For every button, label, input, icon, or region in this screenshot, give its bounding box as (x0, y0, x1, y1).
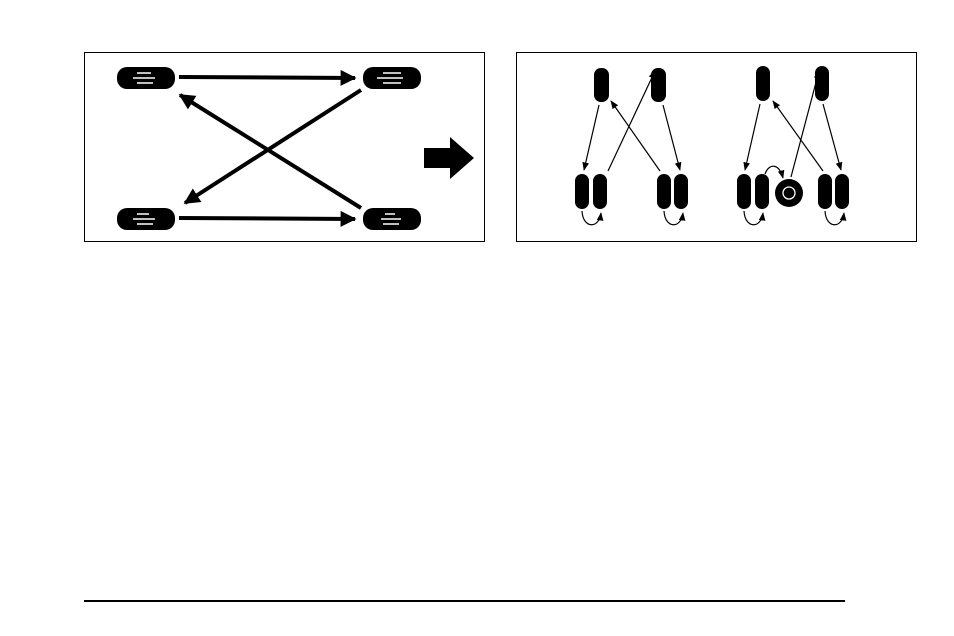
rear-left-inner-tire-icon (593, 174, 607, 209)
rear-left-outer-tire-icon (737, 174, 751, 209)
rear-right-outer-tire-icon (674, 174, 688, 209)
rear-left-outer-tire-icon (575, 174, 589, 209)
spare-tire-icon (775, 179, 803, 207)
rear-left-tire-icon (117, 208, 175, 230)
rotation-group-without-spare (575, 68, 688, 225)
front-left-tire-icon (594, 68, 609, 102)
footer-divider (84, 600, 845, 602)
rear-right-inner-tire-icon (657, 174, 671, 209)
front-left-tire-icon (117, 67, 175, 89)
dual-rear-wheel-rotation-diagram (517, 53, 915, 240)
front-left-tire-icon (756, 66, 770, 101)
rear-right-inner-tire-icon (818, 174, 832, 209)
rear-left-inner-tire-icon (755, 174, 769, 209)
dual-rear-wheel-rotation-panel (516, 52, 917, 242)
arrow-front-left-to-front-right (179, 77, 355, 78)
arrow-front-right-to-rear-left (185, 90, 361, 203)
rear-right-tire-icon (363, 208, 421, 230)
rear-right-outer-tire-icon (835, 174, 849, 209)
front-right-tire-icon (363, 67, 421, 89)
arrow-rear-left-to-rear-right (179, 218, 355, 219)
right-arrow-icon (424, 137, 476, 179)
front-right-tire-icon (651, 68, 666, 102)
front-right-tire-icon (815, 66, 829, 101)
rotation-group-with-spare (737, 66, 849, 225)
